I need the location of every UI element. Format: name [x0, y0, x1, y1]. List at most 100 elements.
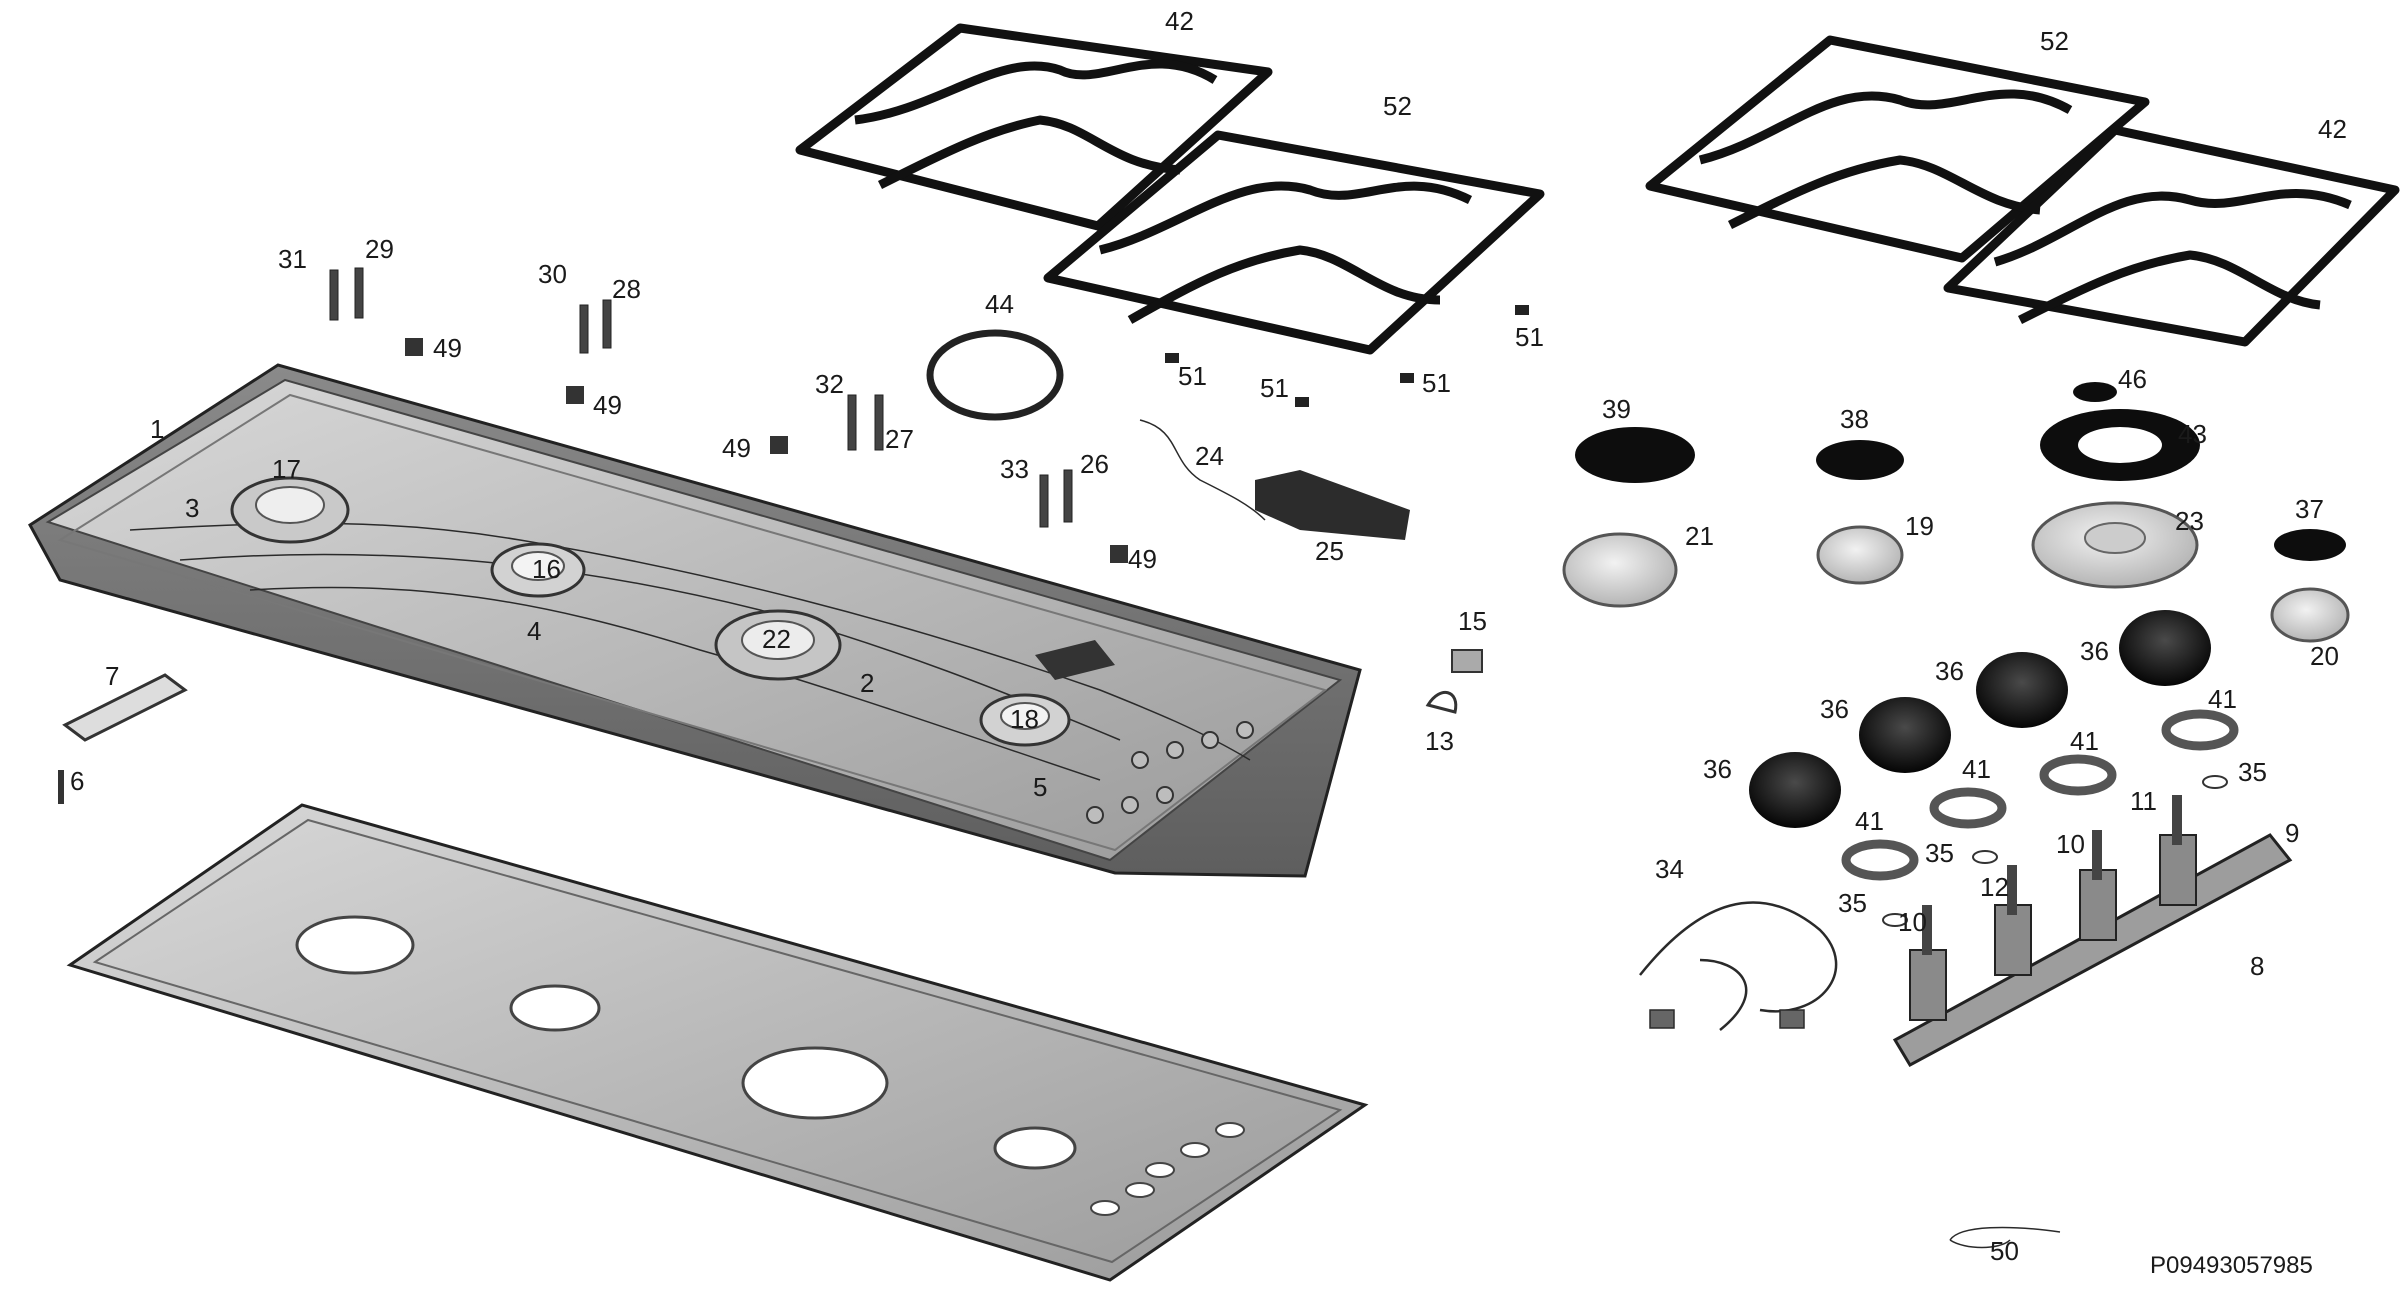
- callout-41c: 41: [2070, 726, 2099, 756]
- callout-44: 44: [985, 289, 1014, 319]
- callout-21: 21: [1685, 521, 1714, 551]
- callout-18: 18: [1010, 704, 1039, 734]
- cap-38: [1816, 440, 1904, 480]
- callout-1: 1: [150, 414, 164, 444]
- burner-22: [714, 609, 842, 681]
- callout-24: 24: [1195, 441, 1224, 471]
- callout-50: 50: [1990, 1236, 2019, 1266]
- head-20: [2270, 587, 2350, 643]
- injectors: [329, 267, 1073, 528]
- callout-51d: 51: [1515, 322, 1544, 352]
- ignition-generator-25: [1255, 470, 1410, 540]
- callout-27: 27: [885, 424, 914, 454]
- callout-26: 26: [1080, 449, 1109, 479]
- callout-5: 5: [1033, 772, 1047, 802]
- burner-17: [230, 476, 350, 544]
- cap-43: [2040, 409, 2200, 481]
- pan-support-right-42: [1943, 125, 2400, 347]
- valve-row-on-tray: [1086, 721, 1254, 824]
- control-bracket: [1035, 640, 1115, 680]
- callout-17: 17: [272, 454, 301, 484]
- pan-support-right-52: [1645, 35, 2150, 263]
- cap-46: [2073, 382, 2117, 402]
- callout-36b: 36: [1820, 694, 1849, 724]
- callout-11: 11: [2130, 786, 2157, 816]
- callout-49a: 49: [433, 333, 462, 363]
- callout-30: 30: [538, 259, 567, 289]
- callout-36a: 36: [1703, 754, 1732, 784]
- callout-29: 29: [365, 234, 394, 264]
- pan-support-left-42: [795, 23, 1273, 231]
- callout-4: 4: [527, 616, 541, 646]
- callout-41b: 41: [1962, 754, 1991, 784]
- callout-7: 7: [105, 661, 119, 691]
- callout-31: 31: [278, 244, 307, 274]
- screw-6: [58, 770, 64, 804]
- callout-51c: 51: [1422, 368, 1451, 398]
- callout-3: 3: [185, 493, 199, 523]
- callout-19: 19: [1905, 511, 1934, 541]
- callout-43: 43: [2178, 419, 2207, 449]
- callout-22: 22: [762, 624, 791, 654]
- callout-49d: 49: [1128, 544, 1157, 574]
- callout-35b: 35: [1925, 838, 1954, 868]
- callout-35a: 35: [2238, 757, 2267, 787]
- burner-16: [490, 542, 586, 598]
- bracket-7: [62, 673, 188, 742]
- callout-32: 32: [815, 369, 844, 399]
- callout-38: 38: [1840, 404, 1869, 434]
- callout-15: 15: [1458, 606, 1487, 636]
- callout-36c: 36: [1935, 656, 1964, 686]
- callout-51a: 51: [1178, 361, 1207, 391]
- callout-20: 20: [2310, 641, 2339, 671]
- ignition-harness-34: [1639, 901, 1838, 1031]
- springs-35: [1882, 775, 2228, 927]
- burner-18: [979, 693, 1071, 747]
- document-code: P09493057985: [2150, 1252, 2313, 1279]
- callout-33: 33: [1000, 454, 1029, 484]
- callout-8: 8: [2250, 951, 2264, 981]
- thermocouple-24: [1139, 419, 1266, 521]
- callout-28: 28: [612, 274, 641, 304]
- callout-49c: 49: [722, 433, 751, 463]
- callout-10a: 10: [1898, 907, 1927, 937]
- callout-34: 34: [1655, 854, 1684, 884]
- head-19: [1816, 525, 1904, 585]
- callout-41a: 41: [1855, 806, 1884, 836]
- gas-valve-rail: [1892, 795, 2293, 1068]
- callout-49b: 49: [593, 390, 622, 420]
- cap-37: [2274, 529, 2346, 561]
- callout-37: 37: [2295, 494, 2324, 524]
- callout-labels: 1 2 3 4 5 6 7 8 9 10 10 11 12 13 15 16 1…: [70, 6, 2347, 1266]
- clips-51: [1165, 305, 1529, 407]
- callout-9: 9: [2285, 818, 2299, 848]
- callout-51b: 51: [1260, 373, 1289, 403]
- cap-39: [1575, 427, 1695, 483]
- callout-12: 12: [1980, 872, 2009, 902]
- callout-35c: 35: [1838, 888, 1867, 918]
- callout-46: 46: [2118, 364, 2147, 394]
- callout-13: 13: [1425, 726, 1454, 756]
- clip-13: [1425, 690, 1458, 714]
- knobs-36: [1749, 610, 2211, 828]
- rings-41: [1841, 709, 2239, 881]
- callout-52a: 52: [1383, 91, 1412, 121]
- nuts-49: [405, 338, 1128, 563]
- gasket-44: [926, 329, 1064, 421]
- callout-42a: 42: [1165, 6, 1194, 36]
- clip-15: [1451, 649, 1483, 673]
- head-23: [2031, 501, 2199, 589]
- callout-23: 23: [2175, 506, 2204, 536]
- head-21: [1562, 532, 1678, 608]
- callout-42b: 42: [2318, 114, 2347, 144]
- hob-top-panel: [66, 803, 1369, 1282]
- callout-6: 6: [70, 766, 84, 796]
- pan-support-left-52: [1043, 130, 1545, 355]
- callout-10b: 10: [2056, 829, 2085, 859]
- callout-2: 2: [860, 668, 874, 698]
- callout-39: 39: [1602, 394, 1631, 424]
- callout-52b: 52: [2040, 26, 2069, 56]
- callout-41d: 41: [2208, 684, 2237, 714]
- callout-36d: 36: [2080, 636, 2109, 666]
